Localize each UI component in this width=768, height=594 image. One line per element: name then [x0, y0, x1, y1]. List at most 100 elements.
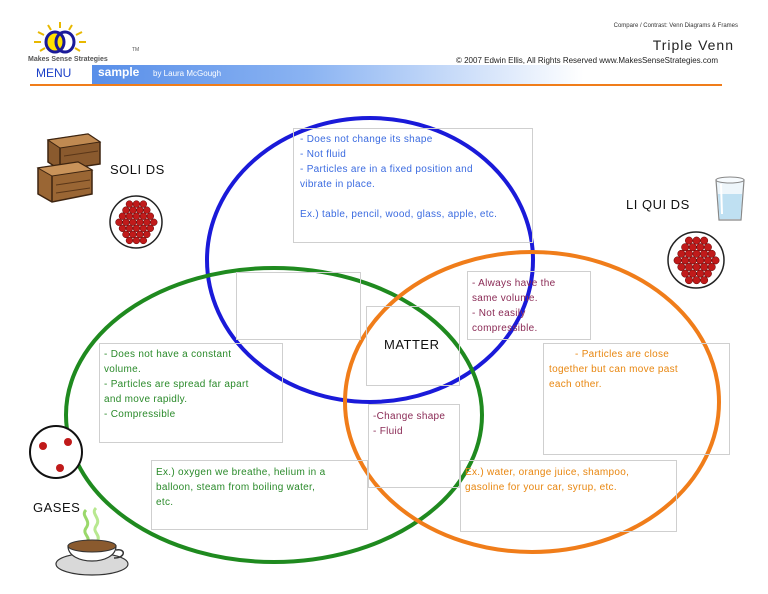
particle-dot [681, 256, 690, 265]
particle-dot [122, 206, 130, 214]
particle-dot [136, 218, 144, 226]
particle-dot [677, 249, 686, 258]
gases-liquids-text: -Change shape - Fluid [373, 411, 446, 437]
particle-dot [125, 200, 134, 208]
glass-of-water-icon [715, 176, 745, 221]
steaming-cup-icon [55, 506, 129, 576]
gases-label: GASES [33, 500, 81, 515]
particle-dot [673, 256, 682, 265]
particle-dot [139, 236, 148, 245]
gases-example-box [151, 460, 368, 530]
particle-dot [692, 249, 701, 258]
particle-dot [703, 243, 712, 252]
particle-dot [129, 230, 137, 239]
gases-circle [64, 266, 484, 564]
particle-dot [677, 263, 686, 271]
particle-dot [692, 276, 701, 285]
particle-dot [115, 218, 123, 226]
particle-dot [139, 224, 148, 232]
menu-bar-white [30, 65, 92, 84]
spread-particles-icon [29, 425, 83, 479]
gases-example-text: Ex.) oxygen we breathe, helium in a ball… [156, 467, 326, 508]
solids-only-text: - Does not change its shape - Not fluid … [300, 134, 498, 220]
menu-link[interactable]: MENU [36, 66, 72, 80]
particle-dot [700, 263, 709, 271]
particle-dot [143, 230, 151, 239]
copyright-text: © 2007 Edwin Ellis, All Rights Reserved … [455, 56, 718, 65]
page-title: Triple Venn [652, 37, 734, 53]
particle-dot [685, 249, 693, 258]
particle-dot [132, 224, 141, 232]
particle-dot [685, 236, 693, 245]
close-particles-icon [667, 231, 725, 289]
particle-dot [122, 218, 130, 226]
gases-only-box [99, 343, 283, 443]
particle-dot [136, 230, 144, 239]
particle-dot [118, 212, 127, 220]
particle-dot [146, 212, 154, 220]
particle-dot [118, 224, 127, 232]
solids-only-box [293, 128, 533, 243]
series-title: Compare / Contrast: Venn Diagrams & Fram… [613, 23, 738, 29]
particle-dot [696, 243, 705, 252]
liquids-example-text: Ex.) water, orange juice, shampoo, gasol… [465, 467, 630, 493]
particle-dot [700, 236, 709, 245]
particle-dot [681, 269, 690, 278]
particle-dot [122, 230, 130, 239]
particle-dot [696, 269, 705, 278]
particle-dot [125, 212, 134, 220]
matter-label: MATTER [384, 337, 440, 352]
gases-liquids-box [368, 404, 460, 488]
particle-dot [685, 276, 693, 285]
particle-dot [707, 249, 716, 258]
wooden-crates-icon [36, 133, 102, 203]
solids-circle [205, 116, 535, 404]
particle-dot [129, 218, 137, 226]
particle-dot [146, 224, 154, 232]
particle-dot [681, 243, 690, 252]
logo-trademark: TM [132, 47, 140, 53]
header-divider [30, 84, 722, 86]
liquids-label: LI QUI DS [626, 197, 690, 212]
particle-dot [136, 206, 144, 214]
particle-dot [688, 243, 697, 252]
particle-dot [139, 200, 148, 208]
sample-label: sample [98, 65, 140, 79]
particle-dot [703, 269, 712, 278]
particle-dot [125, 224, 134, 232]
particle-dot [692, 236, 701, 245]
liquids-circle [343, 250, 721, 554]
matter-box [366, 306, 460, 386]
solids-gases-box [236, 272, 361, 340]
particle-dot [703, 256, 712, 265]
solids-label: SOLI DS [110, 162, 165, 177]
particle-dot [132, 212, 141, 220]
solids-liquids-text: - Always have the same volume. - Not eas… [472, 278, 556, 334]
particle-dot [125, 236, 134, 245]
solids-liquids-box [467, 271, 591, 340]
gases-only-text: - Does not have a constant volume. - Par… [104, 349, 249, 420]
logo-text: Makes Sense Strategies [28, 56, 108, 63]
liquids-example-box [460, 460, 677, 532]
particle-dot [132, 200, 141, 208]
sample-author: by Laura McGough [153, 69, 222, 78]
particle-dot [700, 276, 709, 285]
liquids-only-text: - Particles are close together but can m… [549, 349, 678, 390]
menu-bar [30, 65, 722, 84]
particle-dot [143, 206, 151, 214]
venn-logo-icon [34, 22, 86, 54]
packed-particles-icon [109, 195, 163, 249]
particle-dot [688, 256, 697, 265]
particle-dot [692, 263, 701, 271]
particle-dot [711, 256, 720, 265]
particle-dot [685, 263, 693, 271]
liquids-only-box [543, 343, 730, 455]
particle-dot [139, 212, 148, 220]
particle-dot [696, 256, 705, 265]
particle-dot [132, 236, 141, 245]
particle-dot [688, 269, 697, 278]
particle-dot [700, 249, 709, 258]
particle-dot [707, 263, 716, 271]
particle-dot [143, 218, 151, 226]
